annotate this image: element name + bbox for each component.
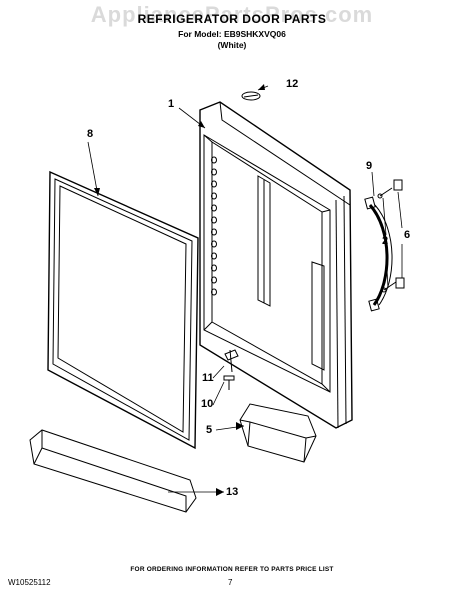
- hinge-plug: [241, 91, 261, 101]
- door-shelf-bottom: [29, 429, 197, 513]
- watermark-text: AppliancePartsPros.com: [90, 2, 374, 27]
- document-number: W10525112: [8, 578, 51, 587]
- handle-screws: [377, 187, 397, 293]
- callout-9: 9: [366, 160, 373, 172]
- callout-8: 8: [87, 128, 94, 140]
- callout-12: 12: [286, 78, 299, 90]
- door-assembly: [199, 101, 353, 429]
- callout-11: 11: [202, 372, 214, 384]
- page-title: REFRIGERATOR DOOR PARTS: [137, 12, 327, 26]
- callout-10: 10: [201, 398, 214, 410]
- callout-1: 1: [168, 98, 175, 110]
- leader-lines: [87, 85, 403, 493]
- door-bin-small: [239, 403, 317, 463]
- leader-arrowheads: [94, 84, 265, 496]
- callout-6: 6: [404, 229, 411, 241]
- page-number: 7: [228, 578, 233, 587]
- model-line: For Model: EB9SHKXVQ06: [178, 29, 286, 39]
- shelf-support-holes: [211, 156, 217, 296]
- door-handle: [364, 196, 393, 312]
- callout-5: 5: [206, 424, 213, 436]
- variant-line: (White): [217, 40, 247, 50]
- callout-13: 13: [226, 486, 239, 498]
- callout-2: 2: [382, 235, 389, 247]
- hinge-pin-parts: [223, 349, 239, 390]
- door-gasket: [47, 170, 199, 450]
- handle-covers: [393, 179, 405, 289]
- ordering-note: FOR ORDERING INFORMATION REFER TO PARTS …: [130, 566, 334, 573]
